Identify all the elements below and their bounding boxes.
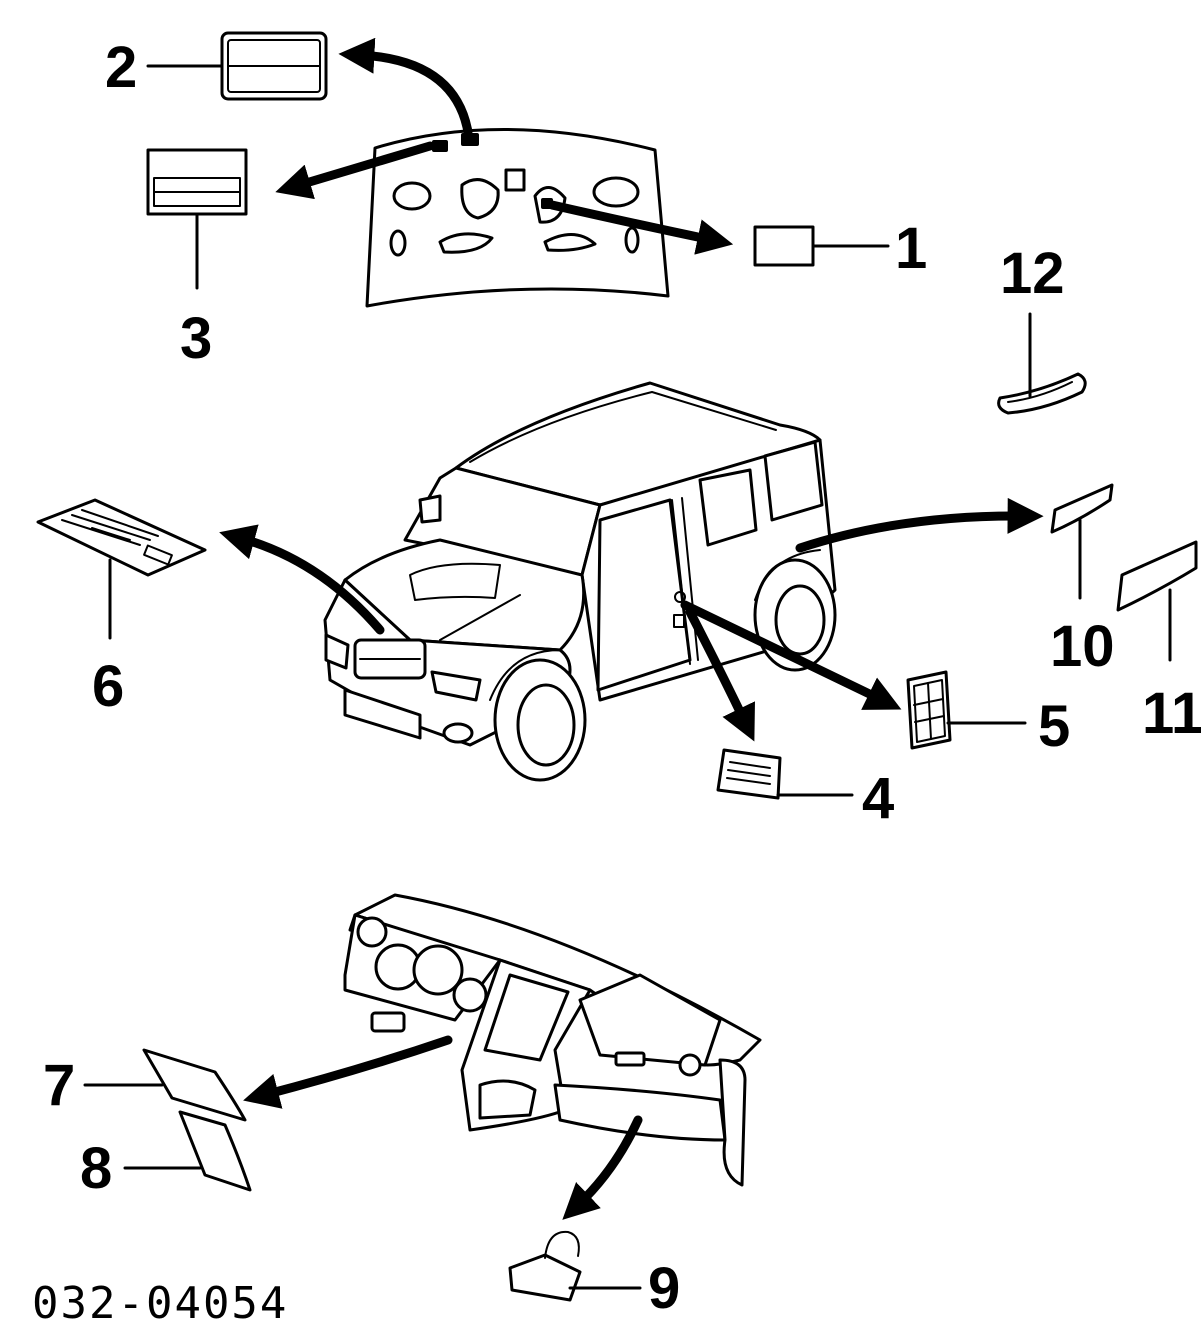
callout-1: 1 xyxy=(895,216,927,281)
callout-3: 3 xyxy=(180,306,212,371)
arrow-to-label-5 xyxy=(680,600,902,710)
callout-12: 12 xyxy=(1000,241,1065,306)
label-4-shape xyxy=(716,748,782,800)
arrow-to-label-3 xyxy=(275,141,435,200)
label-12-shape xyxy=(997,372,1087,415)
label-5-shape xyxy=(906,670,952,750)
callout-6: 6 xyxy=(92,654,124,719)
arrow-to-label-1 xyxy=(547,200,734,255)
dashboard xyxy=(343,893,762,1187)
arrow-to-label-6 xyxy=(219,524,385,635)
label-3-shape xyxy=(146,148,248,216)
part-code: 032-04054 xyxy=(32,1278,288,1324)
label-11-shape xyxy=(1116,540,1198,612)
callout-5: 5 xyxy=(1038,694,1070,759)
label-7-shape xyxy=(142,1048,247,1122)
callout-4: 4 xyxy=(862,766,894,831)
arrow-to-label-9 xyxy=(562,1115,643,1220)
arrow-to-label-10 xyxy=(795,497,1044,553)
label-6-shape xyxy=(36,498,207,577)
callout-11: 11 xyxy=(1142,681,1201,746)
callout-10: 10 xyxy=(1050,614,1115,679)
label-9-shape xyxy=(508,1230,582,1302)
label-1-shape xyxy=(753,225,815,267)
vehicle-body xyxy=(323,381,837,782)
hood-underside xyxy=(365,128,670,308)
arrow-to-label-4 xyxy=(685,607,755,742)
callout-7: 7 xyxy=(43,1053,75,1118)
callout-9: 9 xyxy=(648,1256,680,1321)
callout-2: 2 xyxy=(105,35,137,100)
arrow-to-label-7 xyxy=(243,1035,453,1109)
label-2-shape xyxy=(220,31,328,101)
label-10-shape xyxy=(1050,483,1114,534)
callout-8: 8 xyxy=(80,1136,112,1201)
arrow-to-label-2 xyxy=(338,37,473,137)
label-8-shape xyxy=(178,1110,252,1192)
